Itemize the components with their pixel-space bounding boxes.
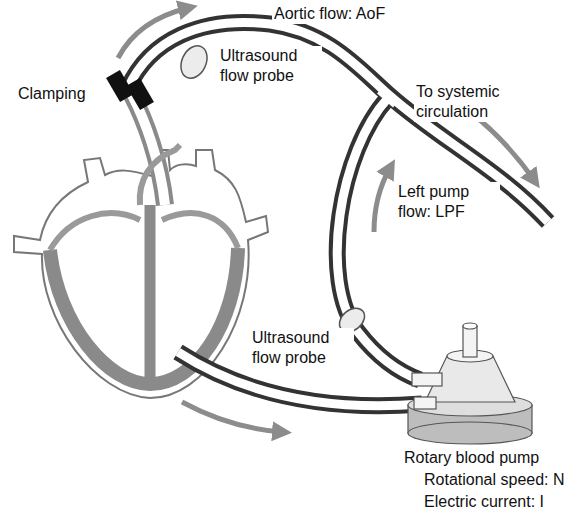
- annotation-label: To systemic circulation: [414, 82, 528, 122]
- annotation-label: Clamping: [16, 84, 88, 104]
- annotation-label: Aortic flow: AoF: [272, 4, 387, 24]
- annotation-label: Left pump flow: LPF: [396, 182, 500, 222]
- clamp: [106, 70, 154, 110]
- annotation-label: Ultrasound flow probe: [250, 328, 354, 368]
- heart: [14, 95, 268, 398]
- annotation-label: Rotary blood pump: [402, 448, 541, 468]
- rotary-pump: [408, 323, 532, 444]
- annotation-label: Electric current: I: [422, 492, 546, 512]
- flow-probe: [176, 42, 212, 83]
- annotation-label: Rotational speed: N: [422, 470, 567, 490]
- tubing: [128, 22, 548, 405]
- annotation-label: Ultrasound flow probe: [218, 46, 322, 86]
- flow-arrow: [118, 8, 534, 432]
